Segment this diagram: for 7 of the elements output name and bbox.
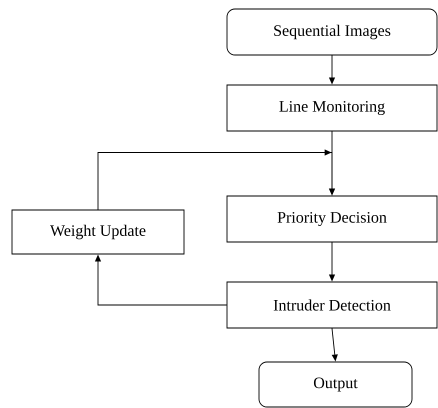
- terminal-box: Sequential Images: [226, 8, 438, 56]
- process-box: Priority Decision: [226, 196, 438, 242]
- process-box: Line Monitoring: [226, 84, 438, 132]
- terminal-box: Output: [258, 362, 412, 408]
- process-box: Weight Update: [12, 210, 184, 254]
- process-box: Intruder Detection: [226, 282, 438, 328]
- arrow: [98, 149, 336, 210]
